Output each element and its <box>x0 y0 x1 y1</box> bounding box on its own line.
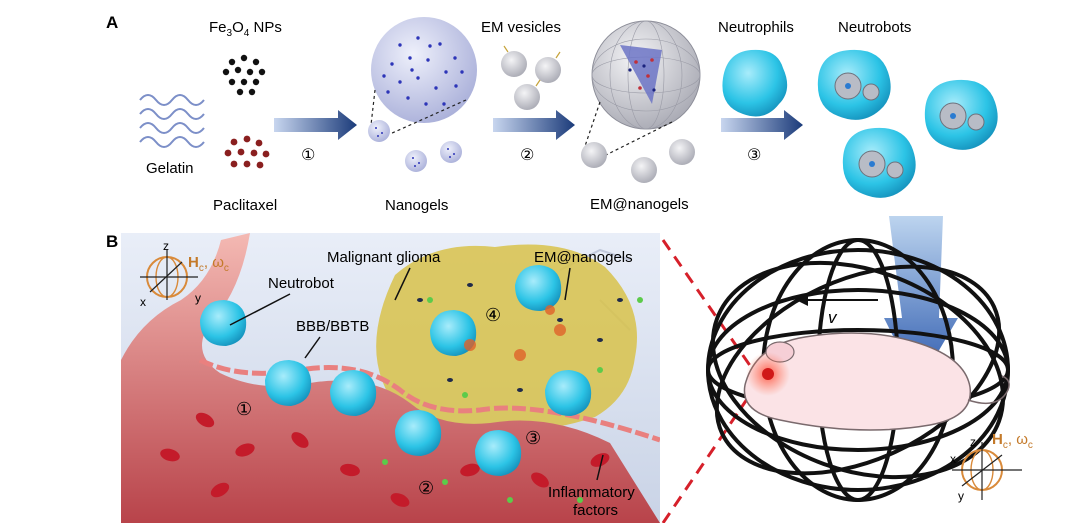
zoom-connector <box>661 379 762 524</box>
panel-a-letter: A <box>106 13 118 32</box>
neutrobot-label: Neutrobot <box>268 275 335 292</box>
axis-y2-label: y <box>958 489 964 503</box>
neutrophils-label: Neutrophils <box>718 19 794 36</box>
field-label-2: Hc, ωc <box>992 431 1033 451</box>
panel-b-illustration <box>121 233 660 523</box>
neutrobots-label: Neutrobots <box>838 19 911 36</box>
velocity-arrowhead <box>796 294 808 306</box>
em-nanogels-label: EM@nanogels <box>590 196 689 213</box>
leader-line <box>304 336 321 359</box>
gelatin-strands <box>139 94 205 148</box>
step-1-label: ① <box>301 147 315 164</box>
b-step-2: ② <box>418 478 434 498</box>
paclitaxel-particles <box>224 135 270 169</box>
zoom-line <box>603 121 673 157</box>
mouse <box>743 332 1010 431</box>
nanogel-large <box>371 17 477 123</box>
em-nanogels-b-label: EM@nanogels <box>534 249 633 266</box>
nanogels-label: Nanogels <box>385 197 448 214</box>
step-2-label: ② <box>520 147 534 164</box>
field-label: Hc, ωc <box>188 254 229 274</box>
axis-z-label: z <box>163 239 169 253</box>
process-arrow-2 <box>493 110 575 140</box>
velocity-label: v <box>828 308 838 327</box>
zoom-line <box>582 101 601 153</box>
leader-line <box>564 267 571 301</box>
leader-line <box>394 267 411 301</box>
gelatin-label: Gelatin <box>146 160 194 177</box>
paclitaxel-label: Paclitaxel <box>213 197 277 214</box>
zoom-line <box>389 99 467 135</box>
nanogel-small <box>368 120 462 172</box>
bbb-label: BBB/BBTB <box>296 318 369 335</box>
b-step-4: ④ <box>485 305 501 325</box>
leader-line <box>596 454 604 481</box>
fe3o4-nanoparticles <box>222 54 266 96</box>
em-vesicles-label: EM vesicles <box>481 19 561 36</box>
em-vesicles <box>501 45 561 110</box>
process-arrow-3 <box>721 110 803 140</box>
axis-x2-label: x <box>950 452 956 466</box>
neutrophil-cell <box>722 49 788 117</box>
malignant-glioma-label: Malignant glioma <box>327 249 441 266</box>
em-nanogel-large <box>591 20 701 130</box>
fe3o4-label: Fe3O4 NPs <box>209 19 282 39</box>
b-step-1: ① <box>236 399 252 419</box>
leader-line <box>229 293 291 326</box>
axis-x-label: x <box>140 295 146 309</box>
axis-y-label: y <box>195 291 201 305</box>
blood-vessel <box>121 233 660 523</box>
panel-b-letter: B <box>106 232 118 251</box>
em-nanogel-small <box>581 139 695 183</box>
inflammatory-label-1: Inflammatory <box>548 484 635 501</box>
zoom-line <box>370 89 376 126</box>
b-step-3: ③ <box>525 428 541 448</box>
zoom-connector <box>661 239 762 381</box>
magnetic-field-inset-2 <box>952 442 1022 500</box>
inflammatory-label-2: factors <box>573 502 618 519</box>
step-3-label: ③ <box>747 147 761 164</box>
axis-z2-label: z <box>970 435 976 449</box>
magnetic-field-inset <box>140 250 198 300</box>
process-arrow-1 <box>274 110 357 140</box>
